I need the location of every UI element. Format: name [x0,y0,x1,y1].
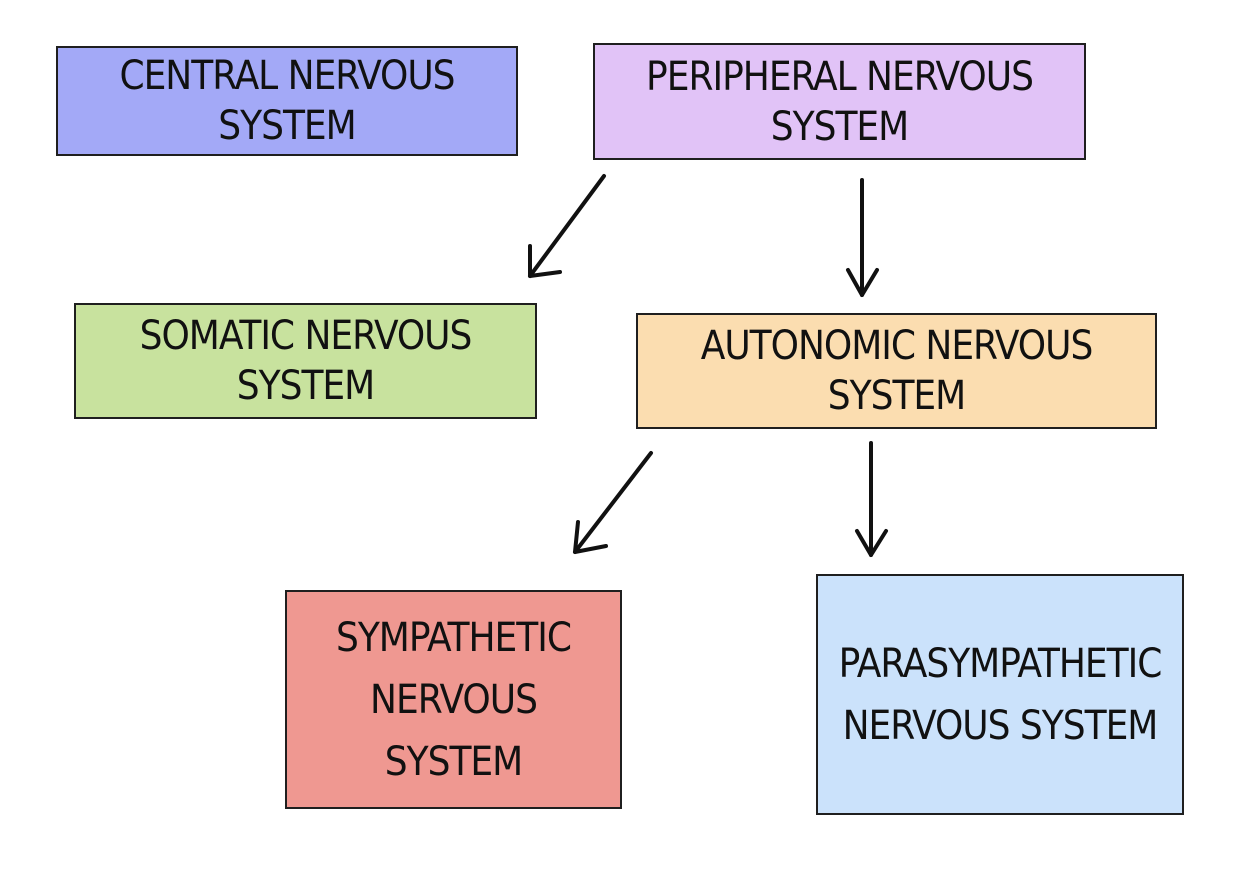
parasympathetic-label-group: PARASYMPATHETIC NERVOUS SYSTEM [838,633,1163,757]
arrow-pns-to-somatic [528,174,606,278]
sympathetic-label-line1: SYMPATHETIC [335,614,572,661]
sympathetic-label-group: SYMPATHETIC NERVOUS SYSTEM [301,607,606,793]
parasympathetic-nervous-system-box: PARASYMPATHETIC NERVOUS SYSTEM [816,574,1184,815]
arrow-ans-to-sympathetic [573,451,653,554]
somatic-nervous-system-label: SOMATIC NERVOUS SYSTEM [139,313,473,409]
autonomic-nervous-system-label: AUTONOMIC NERVOUS SYSTEM [700,323,1094,419]
central-nervous-system-box: CENTRAL NERVOUS SYSTEM [56,46,518,156]
central-nervous-system-label: CENTRAL NERVOUS SYSTEM [119,53,455,149]
peripheral-nervous-system-label: PERIPHERAL NERVOUS SYSTEM [646,53,1034,150]
parasympathetic-label-line2: NERVOUS SYSTEM [842,702,1159,749]
autonomic-nervous-system-box: AUTONOMIC NERVOUS SYSTEM [636,313,1157,429]
parasympathetic-label-line1: PARASYMPATHETIC [838,640,1163,687]
arrow-ans-to-parasympathetic [855,441,888,557]
somatic-nervous-system-box: SOMATIC NERVOUS SYSTEM [74,303,537,419]
arrow-pns-to-ans [846,178,879,297]
peripheral-nervous-system-box: PERIPHERAL NERVOUS SYSTEM [593,43,1086,160]
sympathetic-label-line2: NERVOUS SYSTEM [370,676,538,785]
sympathetic-nervous-system-box: SYMPATHETIC NERVOUS SYSTEM [285,590,622,809]
